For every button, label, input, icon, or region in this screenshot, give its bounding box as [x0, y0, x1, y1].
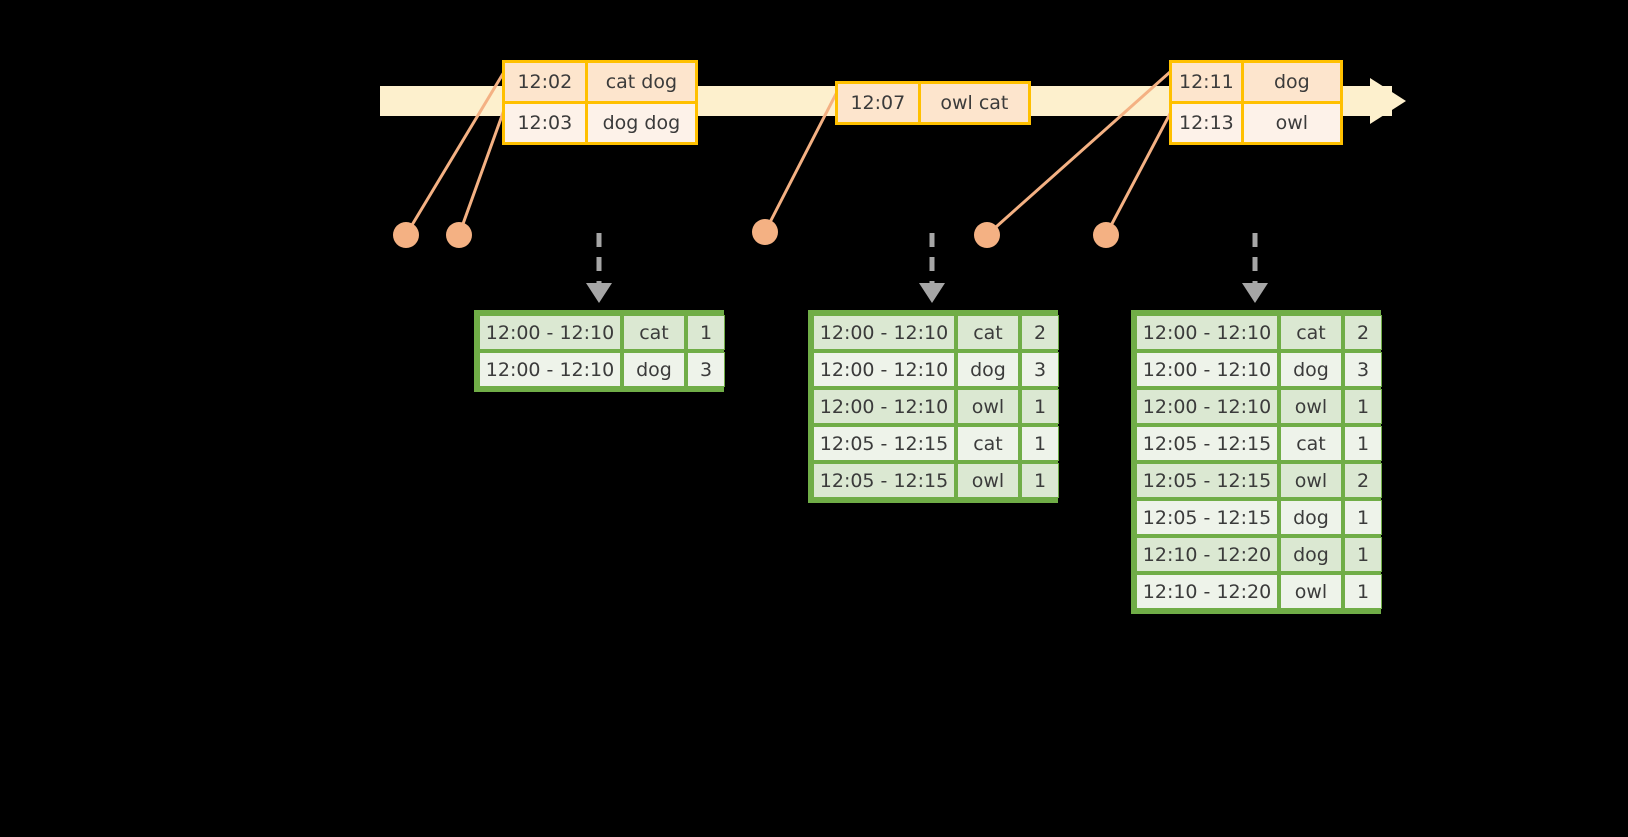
- count-cell: 1: [1021, 463, 1059, 498]
- event-group-3[interactable]: 12:11 dog 12:13 owl: [1169, 60, 1343, 145]
- event-row[interactable]: 12:03 dog dog: [505, 101, 695, 142]
- window-cell: 12:00 - 12:10: [479, 352, 621, 387]
- word-cell: dog: [957, 352, 1019, 387]
- timeline-arrowhead-icon: [1370, 78, 1406, 124]
- word-cell: cat: [1280, 426, 1342, 461]
- event-time: 12:03: [505, 104, 588, 142]
- event-words: dog: [1243, 63, 1340, 101]
- word-cell: dog: [1280, 352, 1342, 387]
- connector-dot-5: [1093, 222, 1119, 248]
- event-time: 12:11: [1172, 63, 1244, 101]
- connector-dot-4: [974, 222, 1000, 248]
- count-cell: 3: [687, 352, 725, 387]
- word-cell: dog: [623, 352, 685, 387]
- window-cell: 12:00 - 12:10: [813, 389, 955, 424]
- connector-line-5: [1104, 109, 1174, 236]
- word-cell: cat: [623, 315, 685, 350]
- dashed-arrow-1-head-icon: [586, 283, 612, 303]
- dashed-arrow-3-head-icon: [1242, 283, 1268, 303]
- count-cell: 3: [1021, 352, 1059, 387]
- connector-dot-1: [393, 222, 419, 248]
- word-cell: cat: [957, 315, 1019, 350]
- window-cell: 12:00 - 12:10: [1136, 352, 1278, 387]
- count-cell: 1: [1344, 426, 1382, 461]
- window-cell: 12:00 - 12:10: [813, 352, 955, 387]
- word-cell: cat: [957, 426, 1019, 461]
- event-words: owl: [1243, 104, 1340, 142]
- event-time: 12:02: [505, 63, 588, 101]
- window-cell: 12:05 - 12:15: [813, 426, 955, 461]
- connector-line-2: [457, 109, 506, 236]
- event-row[interactable]: 12:11 dog: [1172, 63, 1340, 101]
- window-cell: 12:05 - 12:15: [1136, 500, 1278, 535]
- window-cell: 12:05 - 12:15: [1136, 426, 1278, 461]
- event-row[interactable]: 12:07 owl cat: [838, 84, 1028, 122]
- event-row[interactable]: 12:13 owl: [1172, 101, 1340, 142]
- event-time: 12:07: [838, 84, 921, 122]
- window-cell: 12:00 - 12:10: [1136, 389, 1278, 424]
- word-cell: owl: [1280, 389, 1342, 424]
- count-cell: 1: [1021, 389, 1059, 424]
- count-cell: 1: [687, 315, 725, 350]
- event-words: owl cat: [920, 84, 1028, 122]
- word-cell: dog: [1280, 537, 1342, 572]
- count-cell: 2: [1021, 315, 1059, 350]
- window-cell: 12:05 - 12:15: [813, 463, 955, 498]
- word-cell: owl: [1280, 574, 1342, 609]
- window-cell: 12:00 - 12:10: [1136, 315, 1278, 350]
- count-cell: 1: [1344, 574, 1382, 609]
- count-cell: 3: [1344, 352, 1382, 387]
- event-group-2[interactable]: 12:07 owl cat: [835, 81, 1031, 125]
- count-cell: 1: [1021, 426, 1059, 461]
- event-words: cat dog: [587, 63, 695, 101]
- word-cell: owl: [1280, 463, 1342, 498]
- event-time: 12:13: [1172, 104, 1244, 142]
- word-cell: owl: [957, 389, 1019, 424]
- window-cell: 12:00 - 12:10: [813, 315, 955, 350]
- word-cell: owl: [957, 463, 1019, 498]
- count-cell: 1: [1344, 389, 1382, 424]
- count-cell: 2: [1344, 463, 1382, 498]
- window-cell: 12:05 - 12:15: [1136, 463, 1278, 498]
- connector-dot-2: [446, 222, 472, 248]
- event-row[interactable]: 12:02 cat dog: [505, 63, 695, 101]
- window-cell: 12:10 - 12:20: [1136, 574, 1278, 609]
- event-words: dog dog: [587, 104, 695, 142]
- count-cell: 1: [1344, 537, 1382, 572]
- count-cell: 1: [1344, 500, 1382, 535]
- word-cell: cat: [1280, 315, 1342, 350]
- dashed-arrow-2-head-icon: [919, 283, 945, 303]
- window-cell: 12:00 - 12:10: [479, 315, 621, 350]
- window-cell: 12:10 - 12:20: [1136, 537, 1278, 572]
- connector-dot-3: [752, 219, 778, 245]
- count-cell: 2: [1344, 315, 1382, 350]
- event-group-1[interactable]: 12:02 cat dog 12:03 dog dog: [502, 60, 698, 145]
- word-cell: dog: [1280, 500, 1342, 535]
